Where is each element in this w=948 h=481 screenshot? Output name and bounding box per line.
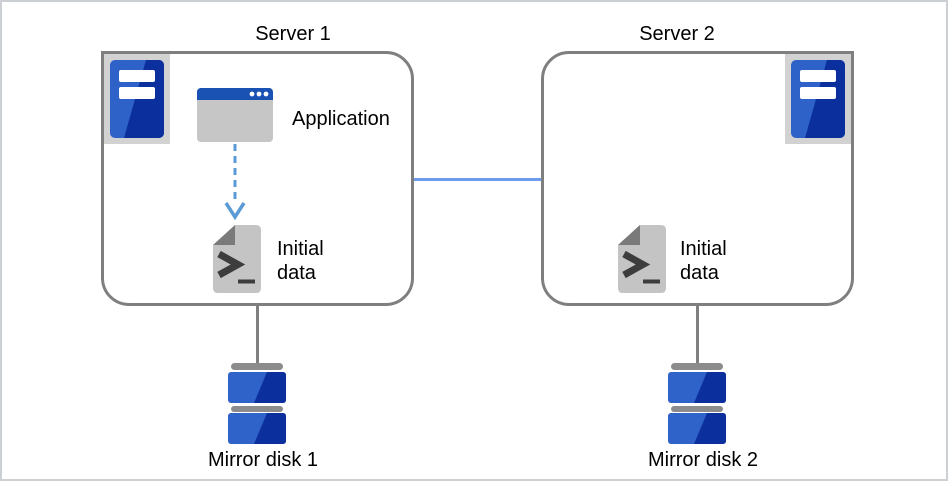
dashed-arrow-down-icon xyxy=(224,144,246,221)
disk-connector-line xyxy=(256,305,259,364)
mirror-disk-icon xyxy=(668,363,726,444)
terminal-file-icon xyxy=(618,225,666,293)
mirror-disk-label: Mirror disk 2 xyxy=(647,449,758,471)
terminal-file-icon xyxy=(213,225,261,293)
initial-data-label: Initial data xyxy=(680,238,727,284)
server1-title: Server 1 xyxy=(255,23,331,45)
mirror-disk-icon xyxy=(228,363,286,444)
initial-data-label: Initial data xyxy=(277,238,324,284)
application-window-icon xyxy=(197,88,273,147)
server2-title: Server 2 xyxy=(639,23,715,45)
application-label: Application xyxy=(292,108,390,130)
server-tower-icon xyxy=(785,54,851,144)
server-tower-icon xyxy=(104,54,170,144)
server-interconnect-line xyxy=(414,178,541,181)
disk-connector-line xyxy=(696,305,699,364)
mirror-disk-label: Mirror disk 1 xyxy=(207,449,318,471)
